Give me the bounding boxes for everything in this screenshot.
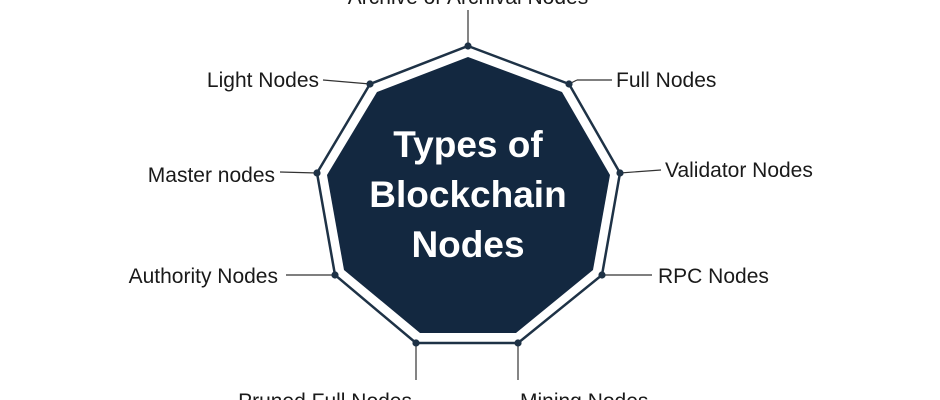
label-authority: Authority Nodes — [129, 265, 278, 288]
label-archive: Archive or Archival Nodes — [348, 0, 588, 9]
dot-mining — [514, 339, 522, 347]
label-rpc: RPC Nodes — [658, 265, 769, 288]
connector-light — [322, 79, 371, 85]
dot-archive — [464, 42, 472, 50]
vertex-dots — [313, 42, 624, 347]
dot-full — [565, 80, 573, 88]
dot-authority — [331, 271, 339, 279]
dot-light — [366, 80, 374, 88]
center-title-line-2: Blockchain — [369, 174, 566, 215]
connector-validator — [619, 169, 662, 174]
center-title: Types of Blockchain Nodes — [369, 124, 566, 265]
label-validator: Validator Nodes — [665, 159, 813, 182]
dot-pruned — [412, 339, 420, 347]
connector-master — [279, 171, 318, 174]
dot-validator — [616, 169, 624, 177]
label-master: Master nodes — [148, 164, 275, 187]
label-full: Full Nodes — [616, 69, 716, 92]
dot-master — [313, 169, 321, 177]
dot-rpc — [598, 271, 606, 279]
label-mining: Mining Nodes — [520, 390, 648, 400]
label-pruned: Pruned Full Nodes — [238, 390, 412, 400]
center-title-line-3: Nodes — [411, 224, 524, 265]
label-light: Light Nodes — [207, 69, 319, 92]
connector-lines — [279, 10, 662, 380]
center-title-line-1: Types of — [393, 124, 543, 165]
inner-nonagon-shape — [327, 57, 610, 333]
